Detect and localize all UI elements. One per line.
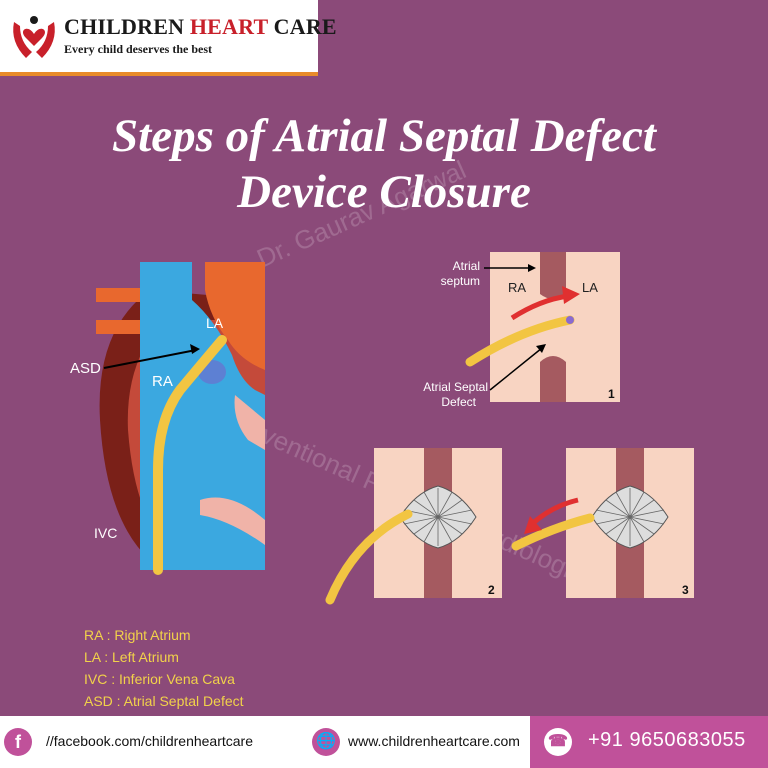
panel-1-red-arrow-head bbox=[562, 286, 580, 304]
catheter-main bbox=[153, 335, 227, 575]
panel-2-step-number: 2 bbox=[488, 583, 495, 597]
facebook-link[interactable]: //facebook.com/childrenheartcare bbox=[46, 733, 253, 749]
heart-hands-logo-icon bbox=[13, 16, 55, 58]
phone-number[interactable]: +91 9650683055 bbox=[588, 729, 746, 751]
ivc-fold bbox=[200, 497, 265, 545]
heart-label-ra: RA bbox=[152, 373, 173, 390]
heart-illustration: LA ASD RA IVC bbox=[70, 262, 265, 575]
step-panel-2: 2 bbox=[325, 448, 502, 605]
asd-pointer-head bbox=[190, 344, 200, 354]
facebook-icon[interactable]: f bbox=[4, 728, 32, 756]
pulmonary-vein-1 bbox=[96, 288, 146, 302]
heart-label-asd: ASD bbox=[70, 360, 101, 377]
header-logo-bar: CHILDREN HEART CARE Every child deserves… bbox=[0, 0, 337, 76]
watermark-line-1: Dr. Gaurav Agarwal bbox=[252, 154, 470, 273]
panel-1-asd-pointer-head bbox=[536, 344, 546, 353]
panel-3-step-number: 3 bbox=[682, 583, 689, 597]
phone-icon[interactable]: ☎ bbox=[544, 728, 572, 756]
footer-links-area bbox=[0, 716, 530, 768]
brand-tagline: Every child deserves the best bbox=[64, 42, 212, 56]
panel-1-asd-label-2: Defect bbox=[441, 395, 476, 409]
panel-3-red-arrow-line bbox=[530, 497, 579, 526]
title-line-1: Steps of Atrial Septal Defect bbox=[112, 110, 656, 162]
brand-name: CHILDREN HEART CARE bbox=[64, 14, 337, 40]
legend-item-asd: ASD : Atrial Septal Defect bbox=[84, 693, 244, 709]
panel-1-la-label: LA bbox=[582, 280, 598, 295]
legend-item-ivc: IVC : Inferior Vena Cava bbox=[84, 671, 235, 687]
right-atrium-chamber bbox=[140, 262, 265, 570]
asd-pointer-line bbox=[103, 349, 197, 369]
step-panel-3: 3 bbox=[511, 448, 694, 598]
panel-1-asd-pointer bbox=[489, 347, 543, 391]
globe-icon[interactable]: 🌐 bbox=[312, 728, 340, 756]
legend-item-la: LA : Left Atrium bbox=[84, 649, 179, 665]
panel-1-catheter bbox=[465, 315, 575, 367]
page-title: Steps of Atrial Septal Defect Device Clo… bbox=[0, 108, 768, 220]
brand-name-heart: HEART bbox=[189, 14, 268, 39]
panel-1-septum-bottom bbox=[540, 356, 566, 402]
heart-label-la: LA bbox=[206, 315, 224, 331]
panel-3-device-mesh bbox=[595, 488, 665, 546]
step-panel-1: Atrial septum RA LA Atrial Septal Defect… bbox=[423, 252, 620, 409]
brand-name-part3: CARE bbox=[267, 14, 337, 39]
panel-1-device-tip bbox=[566, 316, 574, 324]
septum-fold bbox=[234, 395, 265, 450]
contact-footer: f //facebook.com/childrenheartcare 🌐 www… bbox=[0, 716, 768, 768]
panel-1-atrial-label-2: septum bbox=[441, 274, 480, 288]
panel-1-septum-top bbox=[540, 252, 566, 299]
panel-1-asd-label-1: Atrial Septal bbox=[423, 380, 488, 394]
brand-name-part1: CHILDREN bbox=[64, 14, 190, 39]
heart-label-ivc: IVC bbox=[94, 525, 117, 541]
left-atrium bbox=[205, 262, 265, 370]
panel-1-septum-pointer-head bbox=[528, 264, 536, 272]
website-link[interactable]: www.childrenheartcare.com bbox=[348, 733, 520, 749]
panel-2-device-mesh bbox=[403, 488, 473, 546]
panel-3-red-arrow-head bbox=[524, 516, 542, 534]
panel-1-step-number: 1 bbox=[608, 387, 615, 401]
panel-1-ra-label: RA bbox=[508, 280, 526, 295]
pulmonary-vein-2 bbox=[96, 320, 146, 334]
panel-2-catheter bbox=[325, 509, 413, 605]
legend-item-ra: RA : Right Atrium bbox=[84, 627, 191, 643]
title-line-2: Device Closure bbox=[237, 166, 531, 218]
panel-1-atrial-label-1: Atrial bbox=[453, 259, 480, 273]
panel-3-catheter bbox=[511, 513, 595, 551]
abbreviation-legend: RA : Right Atrium LA : Left Atrium IVC :… bbox=[84, 624, 244, 712]
